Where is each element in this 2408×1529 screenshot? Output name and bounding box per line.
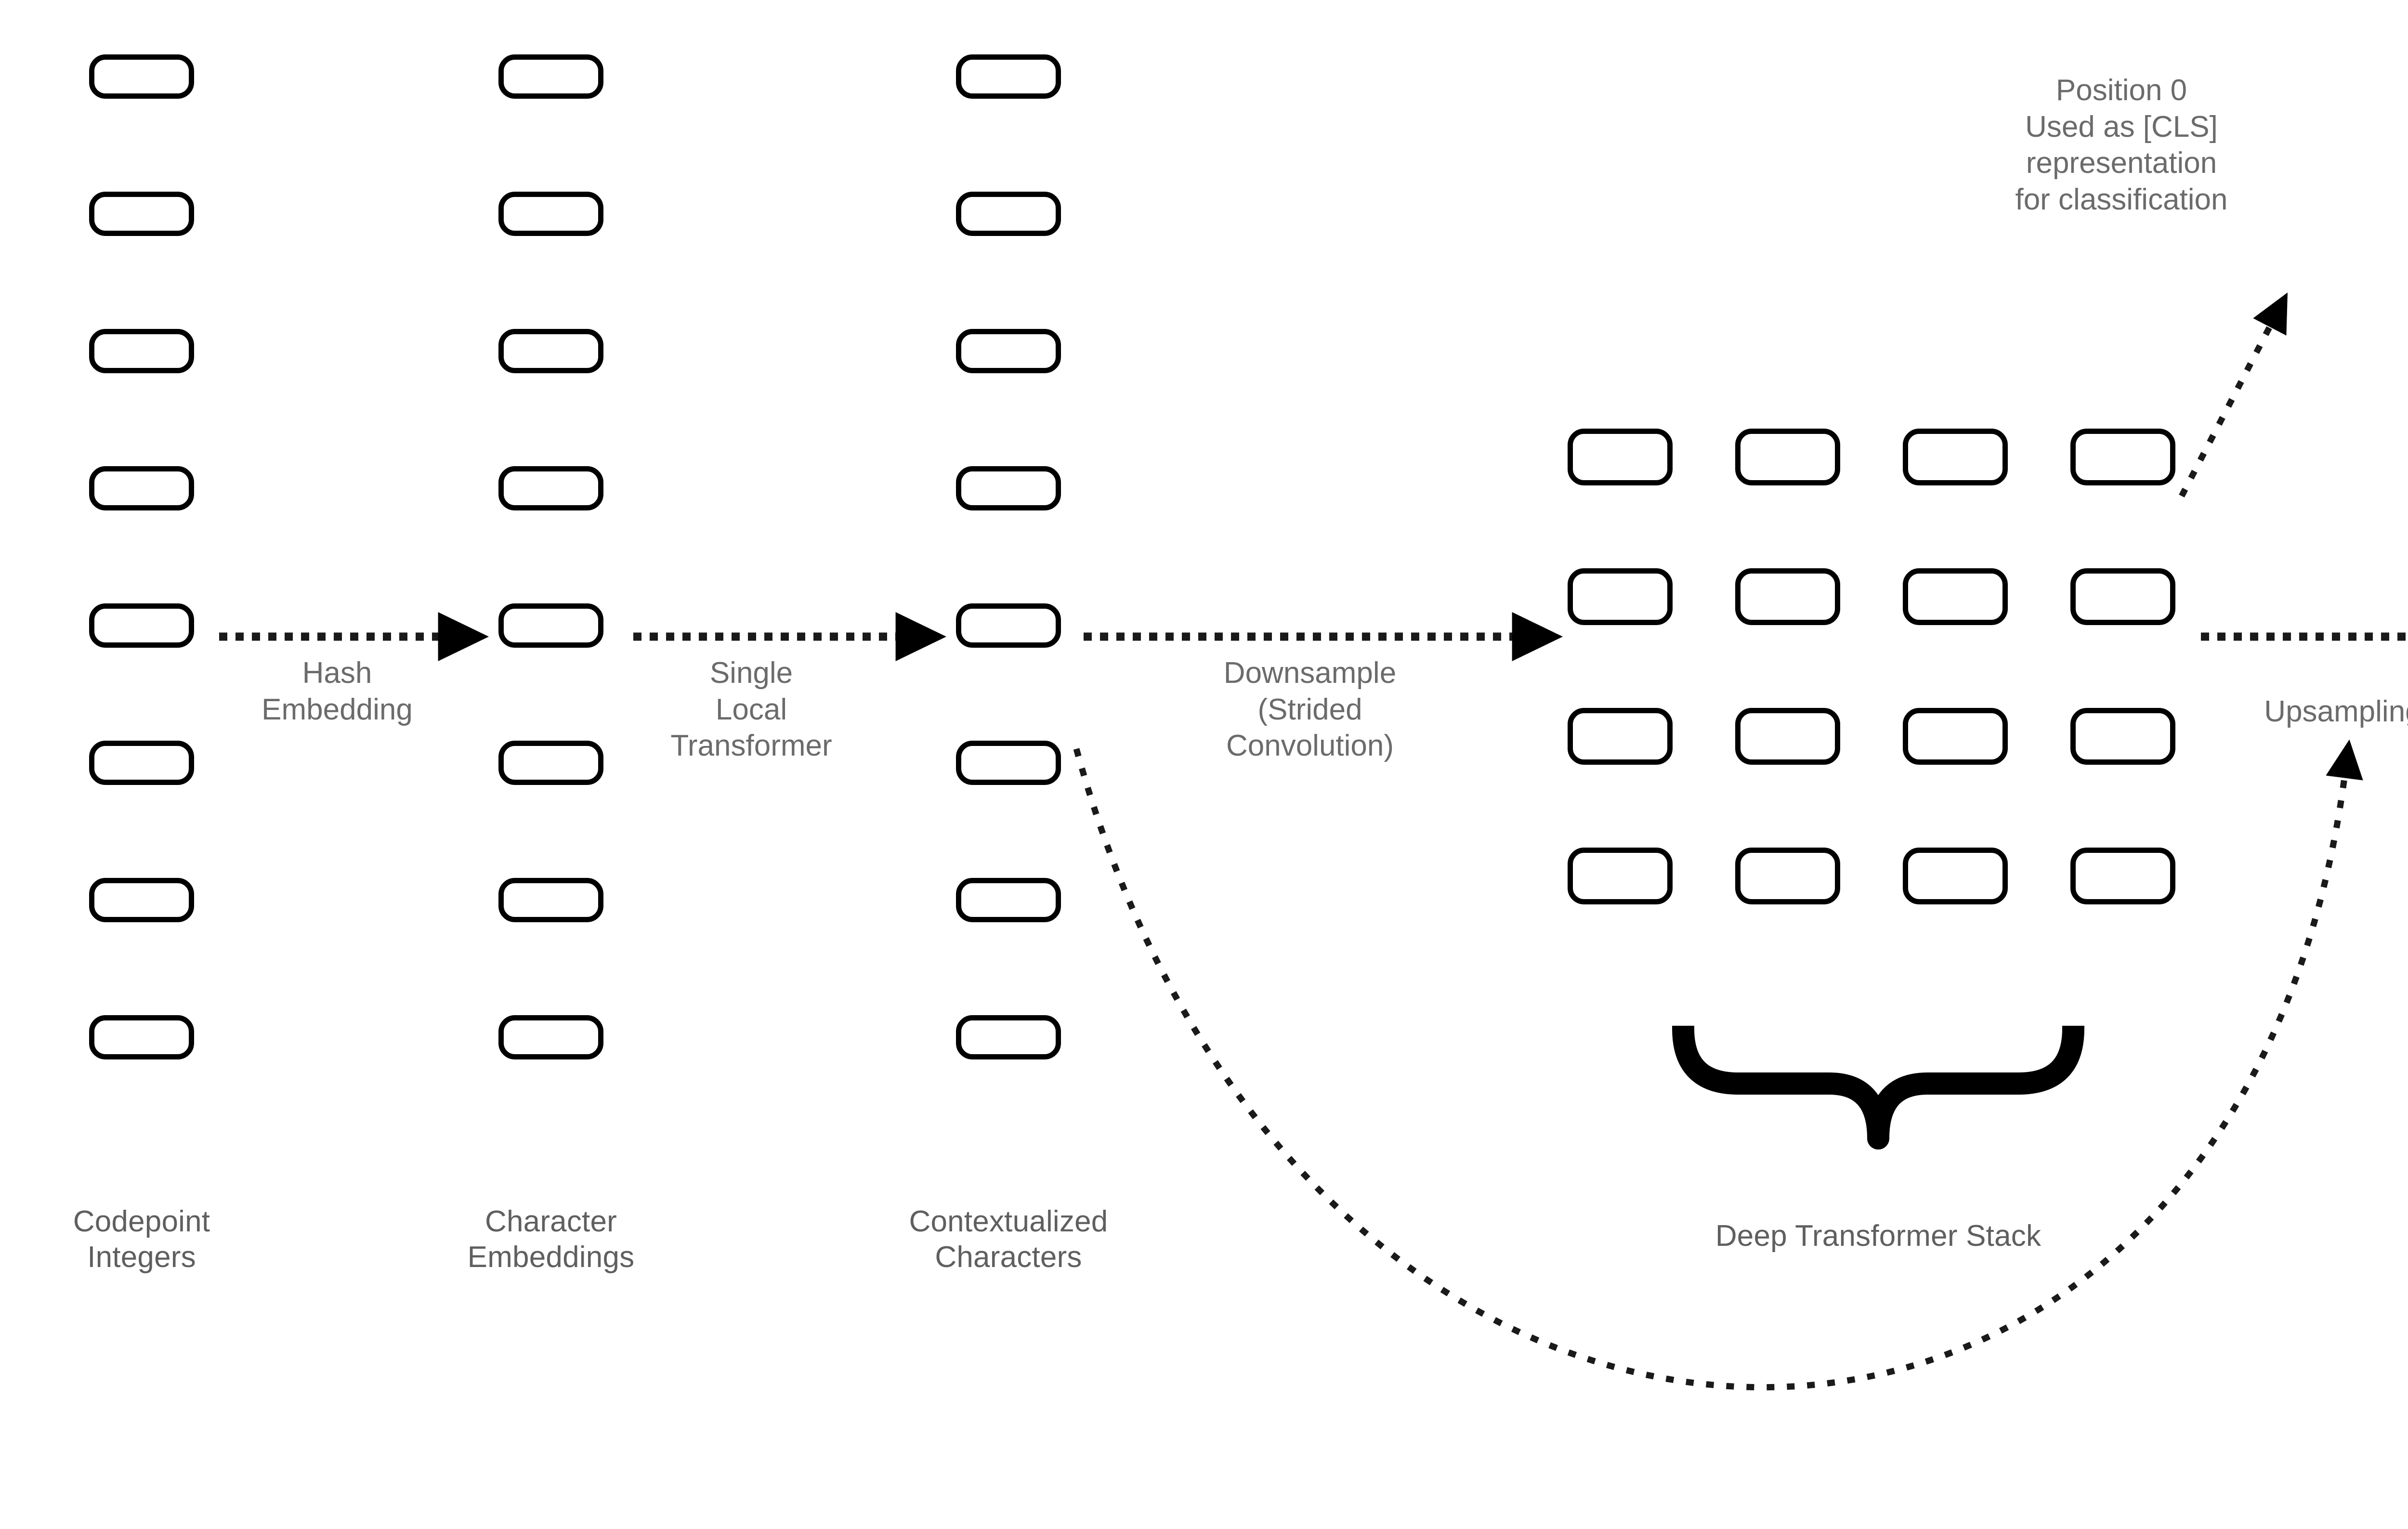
cell-codepoint-integers [89, 603, 194, 648]
cell-deep-transformer [1903, 848, 2008, 904]
cls-pointer-arrow [2179, 292, 2288, 498]
cell-deep-transformer [1735, 708, 1840, 765]
cell-deep-transformer [1903, 708, 2008, 765]
caption-codepoint-integers: Codepoint Integers [73, 1205, 210, 1274]
arrow-label-hash-embedding: Hash Embedding [262, 656, 413, 726]
cell-character-embeddings [498, 1015, 603, 1059]
caption-contextualized-characters: Contextualized Characters [909, 1205, 1108, 1274]
cell-character-embeddings [498, 329, 603, 373]
arrow-label-downsample-strided-convolution: Downsample (Strided Convolution) [1223, 656, 1397, 763]
cell-deep-transformer [2070, 568, 2175, 625]
cell-codepoint-integers [89, 878, 194, 922]
cell-character-embeddings [498, 54, 603, 99]
cell-codepoint-integers [89, 466, 194, 510]
arrow-label-single-local-transformer: Single Local Transformer [670, 656, 832, 763]
cell-contextualized-characters [956, 603, 1061, 648]
cell-character-embeddings [498, 466, 603, 510]
cell-contextualized-characters [956, 329, 1061, 373]
cell-codepoint-integers [89, 192, 194, 236]
caption-deep-transformer-stack: Deep Transformer Stack [1715, 1219, 2042, 1253]
cell-deep-transformer [1735, 568, 1840, 625]
cell-contextualized-characters [956, 192, 1061, 236]
caption-concatenated-representations: Concatenated Representations [2376, 1204, 2408, 1276]
cell-deep-transformer [1735, 429, 1840, 485]
cell-codepoint-integers [89, 329, 194, 373]
cell-character-embeddings [498, 192, 603, 236]
residual-connection-curve [1073, 739, 2363, 1391]
cell-contextualized-characters [956, 741, 1061, 785]
cell-contextualized-characters [956, 878, 1061, 922]
cell-codepoint-integers [89, 54, 194, 99]
stack-brace-shape [1672, 1018, 2084, 1150]
cell-contextualized-characters [956, 1015, 1061, 1059]
cell-deep-transformer [1735, 848, 1840, 904]
cell-deep-transformer [1568, 568, 1673, 625]
cell-character-embeddings [498, 878, 603, 922]
annotation-position-zero-cls: Position 0 Used as [CLS] representation … [2015, 74, 2228, 216]
cell-deep-transformer [1568, 848, 1673, 904]
cell-deep-transformer [1903, 568, 2008, 625]
cell-deep-transformer [2070, 848, 2175, 904]
cell-codepoint-integers [89, 741, 194, 785]
cell-deep-transformer [1903, 429, 2008, 485]
cell-contextualized-characters [956, 54, 1061, 99]
cell-character-embeddings [498, 603, 603, 648]
cell-deep-transformer [1568, 708, 1673, 765]
cell-deep-transformer [2070, 429, 2175, 485]
cell-codepoint-integers [89, 1015, 194, 1059]
cell-contextualized-characters [956, 466, 1061, 510]
cell-character-embeddings [498, 741, 603, 785]
arrow-label-upsampling: Upsampling [2264, 695, 2408, 728]
cell-deep-transformer [1568, 429, 1673, 485]
caption-character-embeddings: Character Embeddings [467, 1205, 635, 1274]
